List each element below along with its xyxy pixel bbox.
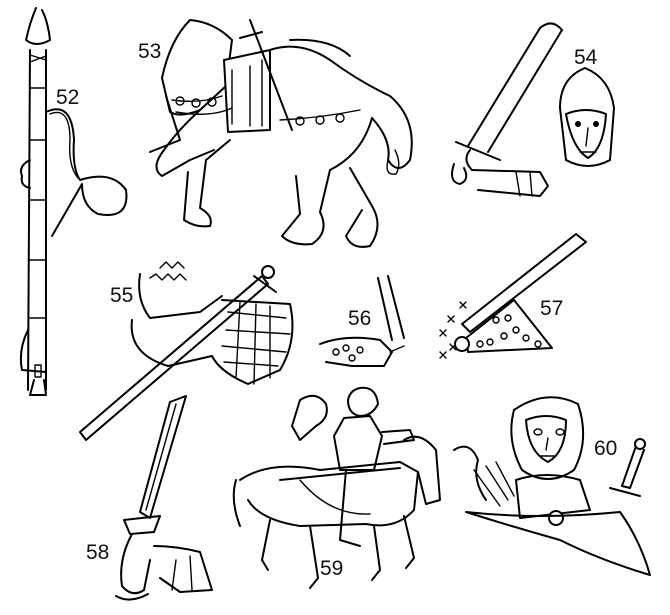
figure-number-53: 53 xyxy=(138,40,162,63)
figure-52-drawing xyxy=(19,7,128,396)
figure-number-58: 58 xyxy=(86,541,110,564)
figure-number-59: 59 xyxy=(320,557,344,580)
figure-57-drawing xyxy=(439,233,587,359)
figure-58-drawing xyxy=(115,395,213,601)
figure-59-drawing xyxy=(232,386,441,589)
figure-number-54: 54 xyxy=(574,46,598,69)
figure-53-drawing xyxy=(149,19,413,248)
figure-54-drawing xyxy=(451,22,615,197)
figure-number-60: 60 xyxy=(594,437,618,460)
figure-number-52: 52 xyxy=(56,86,80,109)
figure-55-drawing xyxy=(79,261,294,441)
figure-number-55: 55 xyxy=(110,284,134,307)
figure-number-56: 56 xyxy=(348,307,372,330)
figure-60-drawing xyxy=(453,396,651,576)
figure-number-57: 57 xyxy=(540,297,564,320)
figure-56-drawing xyxy=(319,275,405,367)
